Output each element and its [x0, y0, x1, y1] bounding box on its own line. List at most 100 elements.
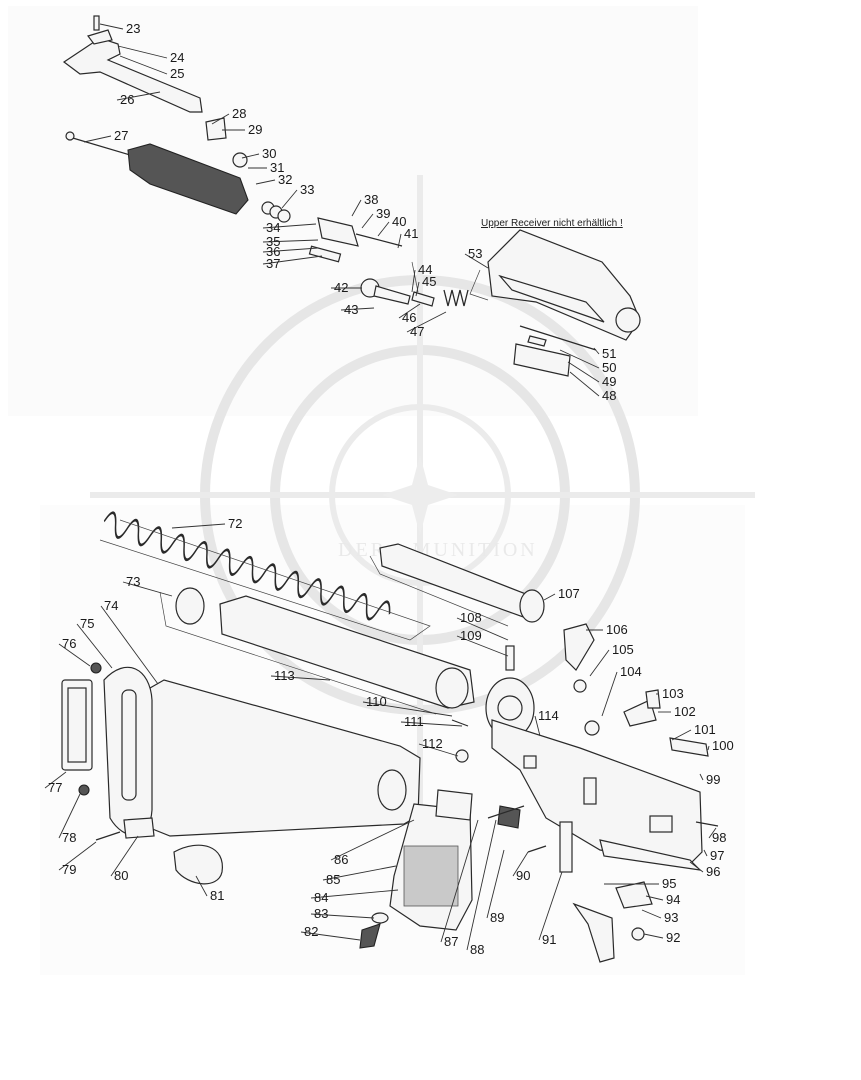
- callout-leader-73: [122, 581, 173, 597]
- pistol-grip: [389, 789, 473, 931]
- callout-86: 86: [334, 852, 348, 867]
- callout-29: 29: [248, 122, 262, 137]
- callout-99: 99: [706, 772, 720, 787]
- callout-leader-87: [440, 819, 479, 943]
- callout-leader-34: [262, 223, 317, 229]
- callout-79: 79: [62, 862, 76, 877]
- callout-leader-80: [110, 835, 139, 877]
- callout-leader-86: [330, 819, 415, 861]
- callout-leader-114: [534, 715, 541, 737]
- callout-leader-101: [671, 729, 692, 741]
- callout-leader-45: [415, 281, 420, 297]
- callout-leader-83: [310, 913, 375, 919]
- callout-44: 44: [418, 262, 432, 277]
- callout-48: 48: [602, 388, 616, 403]
- callout-leader-98: [708, 827, 717, 839]
- callout-leader-27: [83, 135, 112, 143]
- callout-leader-30: [241, 153, 260, 159]
- callout-45: 45: [422, 274, 436, 289]
- callout-82: 82: [304, 924, 318, 939]
- callout-104: 104: [620, 664, 642, 679]
- callout-112: 112: [422, 736, 443, 751]
- callout-41: 41: [404, 226, 418, 241]
- callout-leader-24: [117, 45, 168, 59]
- callout-113: 113: [274, 668, 295, 683]
- callout-114: 114: [538, 708, 559, 723]
- callout-leader-109: [456, 635, 509, 657]
- callout-87: 87: [444, 934, 458, 949]
- callout-leader-74: [100, 605, 159, 685]
- watermark-crosshair: [90, 175, 755, 815]
- callout-76: 76: [62, 636, 76, 651]
- stock-hardware: [78, 662, 223, 885]
- upper-receiver-note: Upper Receiver nicht erhältlich !: [481, 218, 623, 229]
- callout-107: 107: [558, 586, 580, 601]
- callout-leader-107: [543, 593, 556, 601]
- callout-leader-113: [270, 675, 331, 681]
- callout-leader-28: [211, 113, 230, 125]
- callout-leader-23: [99, 23, 124, 30]
- callout-53: 53: [468, 246, 482, 261]
- callout-88: 88: [470, 942, 484, 957]
- callout-leader-105: [589, 649, 610, 677]
- callout-leader-25: [119, 55, 168, 75]
- callout-leader-111: [400, 721, 463, 727]
- trapdoor: [61, 679, 93, 771]
- callout-leader-88: [466, 819, 497, 951]
- callout-49: 49: [602, 374, 616, 389]
- callout-leader-112: [418, 743, 459, 757]
- callout-32: 32: [278, 172, 292, 187]
- callout-31: 31: [270, 160, 284, 175]
- bolt-carrier: [65, 117, 291, 223]
- callout-50: 50: [602, 360, 616, 375]
- callout-74: 74: [104, 598, 118, 613]
- callout-109: 109: [460, 628, 482, 643]
- callout-26: 26: [120, 92, 134, 107]
- callout-leader-26: [116, 91, 161, 101]
- charging-handle: [62, 15, 203, 113]
- callout-leader-97: [703, 849, 708, 857]
- callout-leader-82: [300, 931, 361, 941]
- callout-103: 103: [662, 686, 684, 701]
- callout-27: 27: [114, 128, 128, 143]
- callout-leader-76: [58, 643, 91, 667]
- callout-38: 38: [364, 192, 378, 207]
- callout-43: 43: [344, 302, 358, 317]
- dust-cover: [513, 325, 597, 377]
- callout-leader-33: [281, 189, 298, 209]
- bolt: [308, 217, 403, 263]
- callout-102: 102: [674, 704, 696, 719]
- callout-28: 28: [232, 106, 246, 121]
- callout-110: 110: [366, 694, 387, 709]
- callout-leader-90: [512, 851, 529, 877]
- callout-33: 33: [300, 182, 314, 197]
- callout-leader-108: [456, 617, 509, 641]
- callout-leader-104: [601, 671, 618, 717]
- buffer-spring: [103, 511, 391, 621]
- callout-leader-46: [398, 303, 421, 319]
- callout-94: 94: [666, 892, 680, 907]
- callout-labels: 2324252627282930313233343536373839404142…: [44, 21, 734, 957]
- callout-93: 93: [664, 910, 678, 925]
- callout-leader-35: [262, 239, 319, 243]
- buttstock: [149, 679, 421, 837]
- callout-leader-92: [643, 933, 664, 939]
- callout-leader-32: [255, 179, 276, 185]
- callout-leader-99: [699, 773, 704, 781]
- callout-25: 25: [170, 66, 184, 81]
- callout-leader-44: [411, 269, 416, 293]
- callout-46: 46: [402, 310, 416, 325]
- callout-leader-93: [641, 909, 662, 919]
- buffer: [379, 543, 545, 623]
- callout-78: 78: [62, 830, 76, 845]
- callout-24: 24: [170, 50, 184, 65]
- fire-control-group: [487, 623, 719, 963]
- callout-leader-78: [58, 793, 81, 839]
- callout-leader-81: [195, 875, 208, 897]
- callout-leader-36: [262, 247, 319, 253]
- callout-leader-91: [538, 871, 563, 941]
- callout-leader-39: [361, 213, 374, 229]
- callout-36: 36: [266, 244, 280, 259]
- callout-leader-50: [559, 349, 600, 369]
